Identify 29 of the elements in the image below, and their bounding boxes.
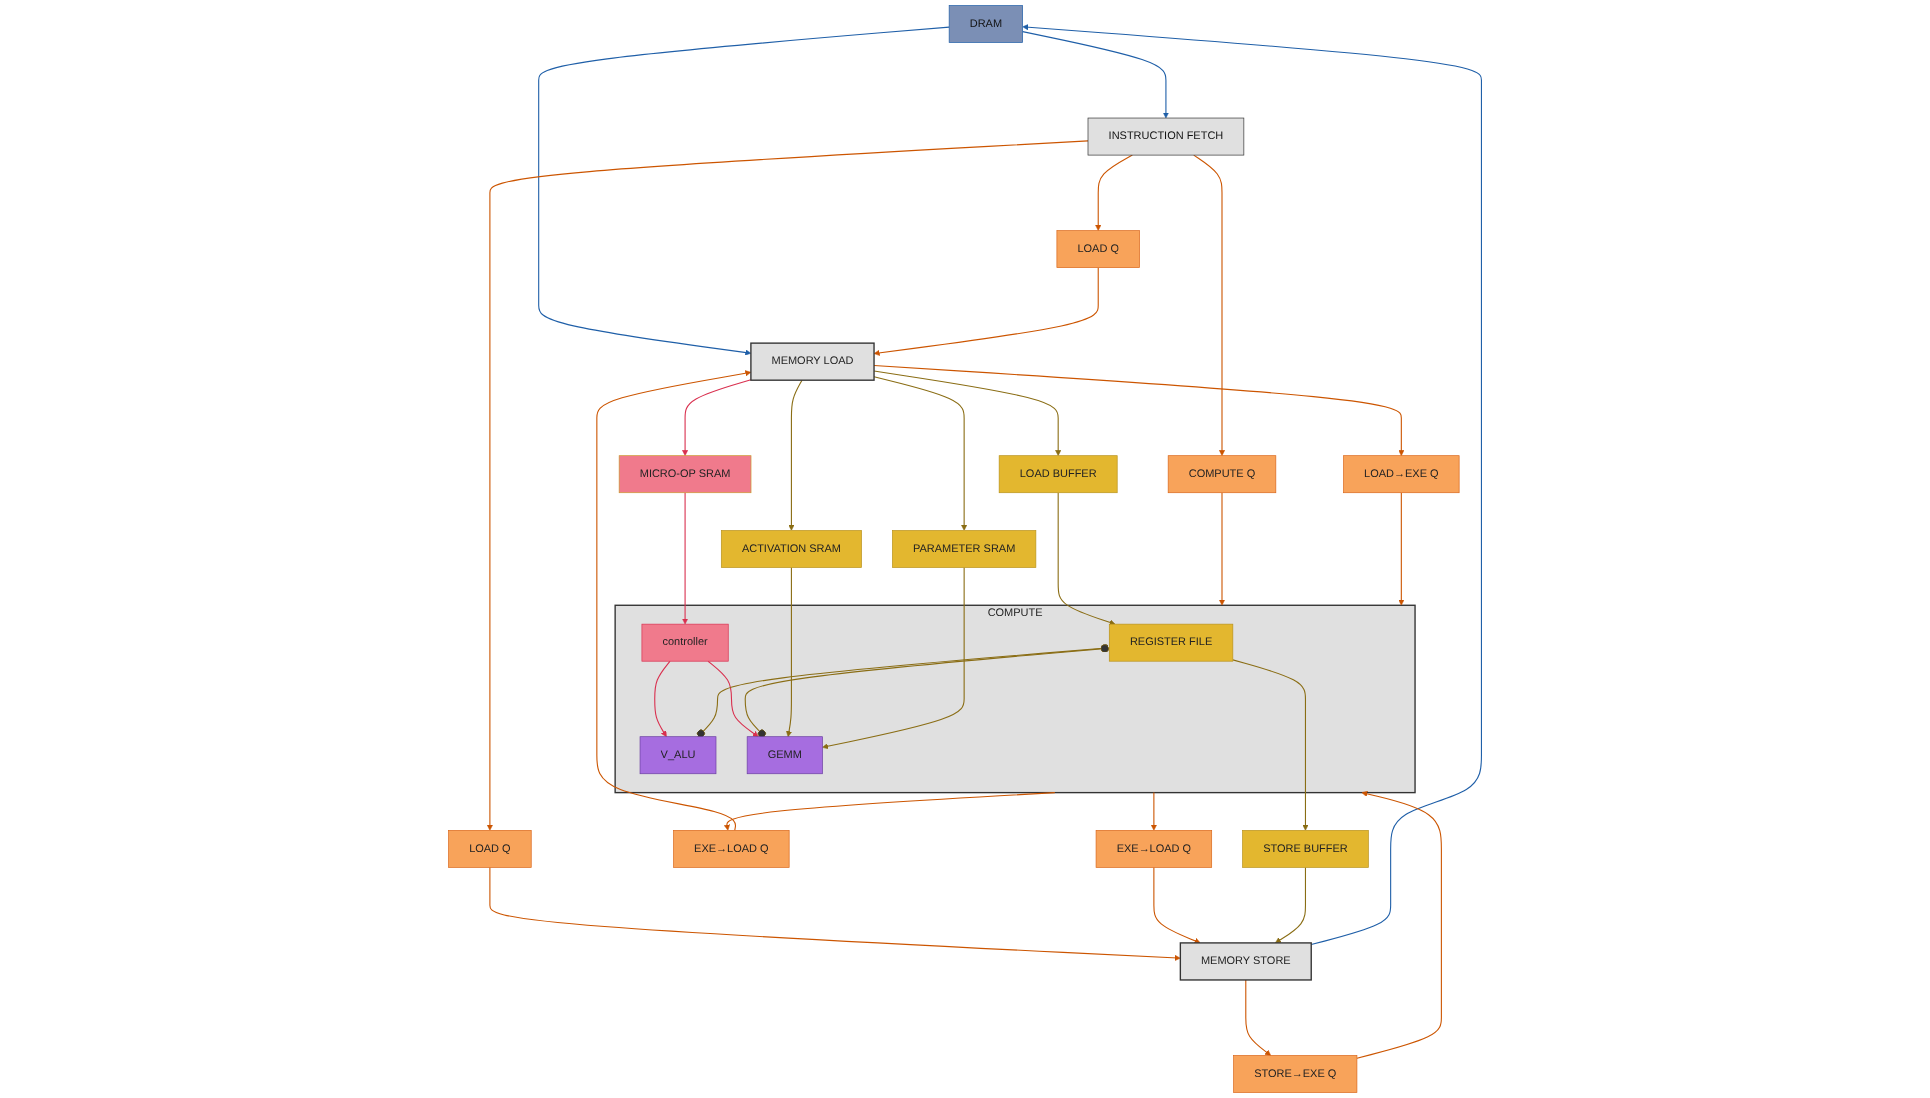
arrow [538, 26, 950, 356]
arrow [1398, 492, 1405, 606]
arrow [707, 660, 759, 737]
arrow [1095, 154, 1133, 231]
arrow [786, 567, 792, 737]
arrow [1245, 979, 1271, 1056]
arrow [1219, 492, 1225, 606]
arrow [822, 567, 965, 750]
arrow [682, 492, 689, 625]
arrow [682, 379, 752, 456]
arrow [1150, 792, 1157, 831]
arrow [724, 792, 1056, 831]
arrow [1057, 492, 1116, 626]
arrow [596, 370, 752, 831]
arrow [1153, 866, 1201, 944]
arrow [489, 866, 1181, 961]
arrow [788, 379, 803, 531]
arrow [1275, 866, 1306, 944]
arrow [1022, 24, 1482, 946]
arrow [486, 140, 1089, 831]
arrow [873, 370, 1062, 456]
arrow [873, 365, 1405, 456]
arrow [1356, 790, 1442, 1059]
arrow [1232, 659, 1309, 831]
arrow [1193, 154, 1225, 456]
arrow [1022, 31, 1169, 119]
arrow [873, 376, 968, 531]
arrow [654, 660, 671, 737]
arrow [873, 267, 1099, 356]
